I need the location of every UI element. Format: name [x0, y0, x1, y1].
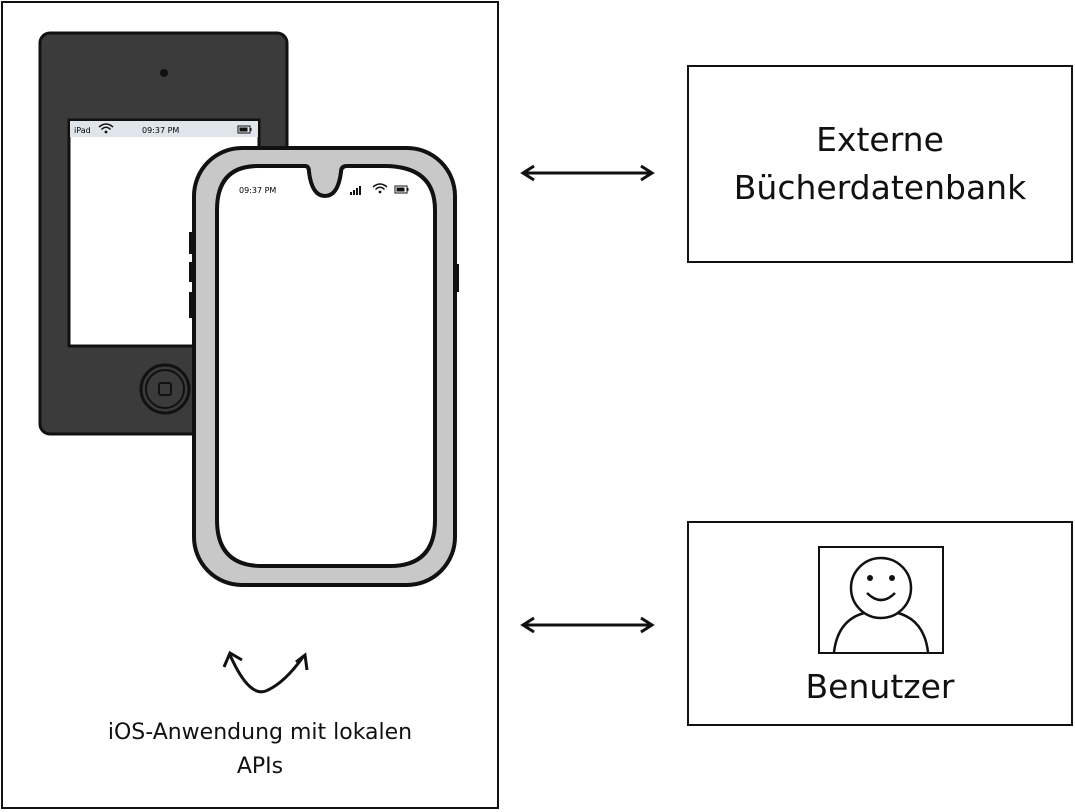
iphone-device: 09:37 PM: [189, 146, 459, 587]
double-arrow-icon: [520, 164, 655, 182]
wifi-icon: [98, 123, 114, 134]
wifi-icon: [372, 183, 388, 194]
camera-icon: [160, 69, 168, 77]
iphone-time: 09:37 PM: [239, 186, 276, 195]
signal-icon: [350, 186, 361, 195]
ipad-carrier: iPad: [74, 126, 91, 135]
double-arrow-icon: [520, 616, 655, 634]
battery-icon: [237, 125, 252, 134]
external-database-label: Externe Bücherdatenbank: [733, 120, 1027, 207]
home-button-icon: [139, 363, 191, 415]
app-caption: iOS-Anwendung mit lokalen APIs: [107, 720, 413, 779]
user-label: Benutzer: [805, 667, 955, 706]
local-api-curved-arrow: [222, 650, 309, 694]
battery-icon: [394, 185, 409, 194]
user-avatar-icon: [818, 546, 944, 654]
iphone-screen: [215, 164, 437, 568]
external-database-box: Externe Bücherdatenbank: [687, 65, 1073, 263]
ipad-status-bar: [70, 121, 258, 137]
ipad-time: 09:37 PM: [142, 126, 179, 135]
user-box: Benutzer: [687, 521, 1073, 726]
